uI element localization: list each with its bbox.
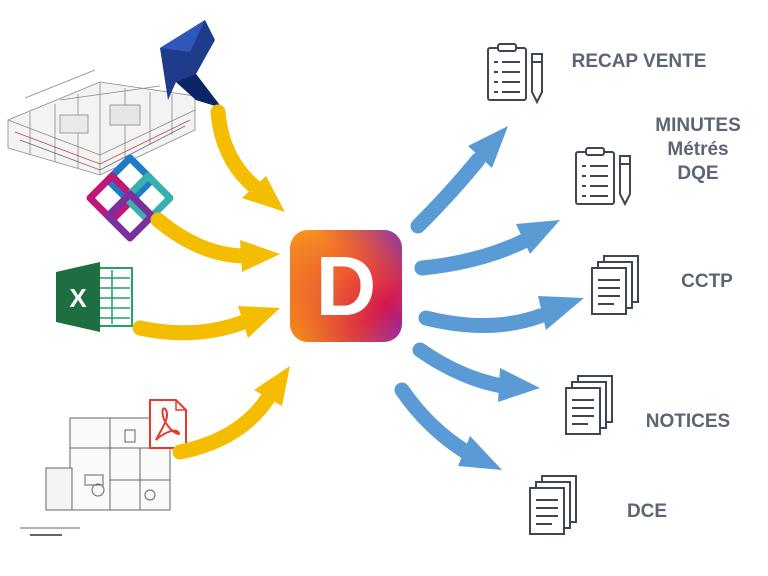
output-label-minutes: MINUTES Métrés DQE	[646, 114, 750, 186]
input-arrows	[132, 104, 290, 460]
excel-letter: X	[69, 283, 87, 313]
output-label-line: NOTICES	[645, 411, 731, 432]
input-arrow-pdf	[172, 366, 290, 460]
output-label-dce: DCE	[614, 500, 680, 524]
output-label-recap: RECAP VENTE	[566, 50, 712, 74]
output-arrow-notices	[412, 342, 540, 402]
output-arrow-cctp	[418, 296, 584, 334]
bim-3d-model-icon	[7, 69, 196, 176]
output-label-line: DQE	[677, 163, 719, 184]
stacked-documents-icon	[565, 375, 613, 435]
pdf-icon	[149, 399, 187, 449]
output-arrows	[394, 126, 584, 470]
output-label-cctp: CCTP	[672, 270, 742, 294]
stacked-documents-icon	[529, 475, 577, 535]
output-label-notices: NOTICES	[636, 410, 740, 434]
logo-letter: D	[315, 238, 377, 333]
input-arrow-ifc	[150, 212, 280, 272]
ifc-logo-icon	[86, 154, 174, 242]
output-arrow-recap	[410, 126, 508, 234]
revit-logo-icon	[160, 20, 222, 108]
output-label-line: RECAP VENTE	[571, 51, 707, 72]
d-app-logo	[290, 230, 402, 342]
stacked-documents-icon	[591, 255, 639, 315]
excel-icon: X	[56, 262, 133, 332]
output-arrow-minutes	[414, 220, 560, 276]
input-arrow-excel	[132, 306, 280, 341]
document-with-pencil-icon	[487, 43, 543, 105]
input-arrow-bim	[210, 104, 285, 212]
output-label-line: Métrés	[667, 139, 729, 160]
output-arrow-dce	[394, 382, 502, 470]
output-label-line: MINUTES	[655, 115, 741, 136]
document-with-pencil-icon	[575, 147, 631, 207]
floor-plan-icon	[20, 417, 171, 536]
output-label-line: DCE	[626, 501, 668, 522]
output-label-line: CCTP	[681, 271, 733, 292]
